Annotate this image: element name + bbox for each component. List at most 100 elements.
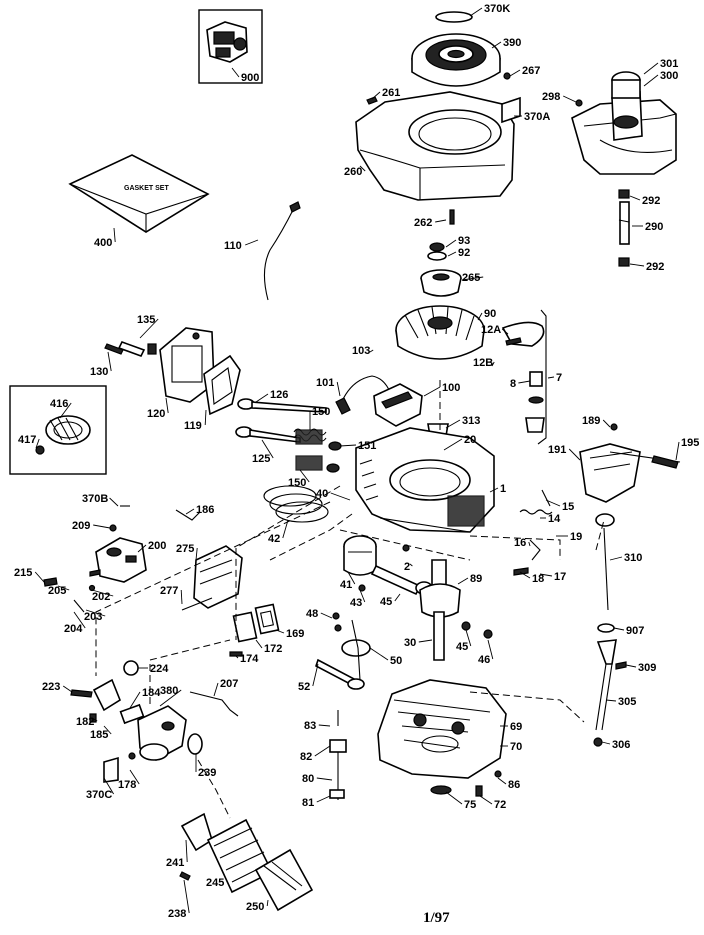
callout-292b: 292 — [629, 261, 664, 273]
callout-number: 18 — [532, 573, 544, 585]
callout-leader-line — [347, 571, 356, 585]
gasket-set-envelope — [68, 154, 210, 233]
callout-leader-line — [107, 351, 112, 372]
callout-48: 48 — [306, 608, 333, 620]
callout-275: 275 — [176, 543, 198, 561]
callout-82: 82 — [300, 745, 331, 763]
callout-40: 40 — [316, 488, 351, 501]
piston-rings — [263, 485, 329, 523]
callout-number: 2 — [404, 561, 410, 573]
callout-number: 390 — [503, 37, 521, 49]
callout-leader-line — [137, 544, 147, 553]
callout-45b: 45 — [456, 629, 472, 653]
callout-leader-line — [465, 629, 472, 647]
callout-number: 370A — [524, 111, 550, 123]
callout-205: 205 — [48, 585, 70, 597]
callout-number: 178 — [118, 779, 136, 791]
callout-69: 69 — [500, 721, 522, 733]
dipstick — [595, 513, 615, 611]
callout-leader-line — [629, 263, 645, 267]
callout-leader-line — [369, 349, 374, 353]
callout-leader-line — [435, 219, 447, 223]
complete-engine-thumbnail — [198, 9, 263, 84]
callout-number: 900 — [241, 72, 259, 84]
callout-leader-line — [275, 629, 285, 634]
callout-number: 101 — [316, 377, 334, 389]
callout-370C: 370C — [86, 777, 114, 801]
callout-370K: 370K — [469, 3, 510, 17]
callout-leader-line — [109, 497, 119, 507]
callout-125: 125 — [252, 439, 274, 465]
callout-907: 907 — [613, 625, 644, 637]
callout-50: 50 — [369, 647, 402, 667]
callout-leader-line — [489, 487, 499, 493]
callout-leader-line — [261, 439, 274, 459]
fuel-tank — [571, 71, 677, 175]
flywheel-key-detail-box — [9, 385, 107, 475]
callout-number: 204 — [64, 623, 83, 635]
callout-46: 46 — [478, 639, 494, 666]
callout-leader-line — [35, 438, 40, 449]
callout-number: 125 — [252, 453, 270, 465]
callout-leader-line — [423, 386, 441, 397]
callout-leader-line — [235, 655, 239, 659]
callout-number: 7 — [556, 372, 562, 384]
rewind-starter — [411, 33, 501, 87]
callout-195: 195 — [675, 437, 699, 461]
callout-number: 19 — [570, 531, 582, 543]
callout-number: 20 — [464, 434, 476, 446]
fuel-line-clamp-top — [618, 189, 630, 199]
callout-number: 186 — [196, 504, 214, 516]
callout-298: 298 — [542, 91, 577, 103]
callout-leader-line — [316, 795, 331, 803]
callout-number: 250 — [246, 901, 264, 913]
callout-number: 305 — [618, 696, 636, 708]
callout-number: 245 — [206, 877, 224, 889]
callout-185: 185 — [90, 725, 112, 741]
callout-number: 17 — [554, 571, 566, 583]
callout-261: 261 — [371, 87, 400, 100]
callout-number: 203 — [84, 611, 102, 623]
spark-plug-wire — [339, 375, 391, 407]
callout-200: 200 — [137, 540, 166, 553]
callout-203: 203 — [84, 609, 106, 623]
screen-370k — [435, 11, 473, 23]
callout-417: 417 — [18, 434, 40, 449]
callout-leader-line — [221, 869, 228, 883]
callout-16: 16 — [514, 537, 531, 549]
callout-number: 209 — [72, 520, 90, 532]
callout-290: 290 — [632, 221, 663, 233]
callout-239: 239 — [195, 754, 216, 779]
callout-leader-line — [625, 664, 637, 668]
callout-leader-line — [320, 612, 333, 619]
callout-number: 189 — [582, 415, 600, 427]
callout-leader-line — [359, 589, 366, 603]
callout-number: 313 — [462, 415, 480, 427]
callout-number: 370C — [86, 789, 112, 801]
callout-number: 202 — [92, 591, 110, 603]
callout-number: 191 — [548, 444, 566, 456]
callout-number: 172 — [264, 643, 282, 655]
callout-leader-line — [183, 879, 190, 914]
callout-number: 205 — [48, 585, 66, 597]
carburetor — [137, 705, 187, 761]
callout-number: 86 — [508, 779, 520, 791]
carburetor-gasket — [254, 603, 280, 635]
callout-number: 239 — [198, 767, 216, 779]
callout-number: 223 — [42, 681, 60, 693]
callout-310: 310 — [609, 552, 642, 564]
callout-215: 215 — [14, 567, 45, 583]
crankcase-cover — [377, 679, 507, 779]
callout-number: 50 — [390, 655, 402, 667]
callout-370A: 370A — [514, 111, 550, 123]
callout-number: 416 — [50, 398, 68, 410]
callout-209: 209 — [72, 520, 111, 532]
callout-189: 189 — [582, 415, 611, 428]
callout-130: 130 — [90, 351, 112, 378]
cylinder-block — [355, 427, 495, 533]
callout-number: 83 — [304, 720, 316, 732]
callout-1: 1 — [489, 483, 506, 495]
callout-45a: 45 — [380, 593, 401, 608]
callout-number: 370B — [82, 493, 108, 505]
flywheel — [395, 305, 485, 360]
